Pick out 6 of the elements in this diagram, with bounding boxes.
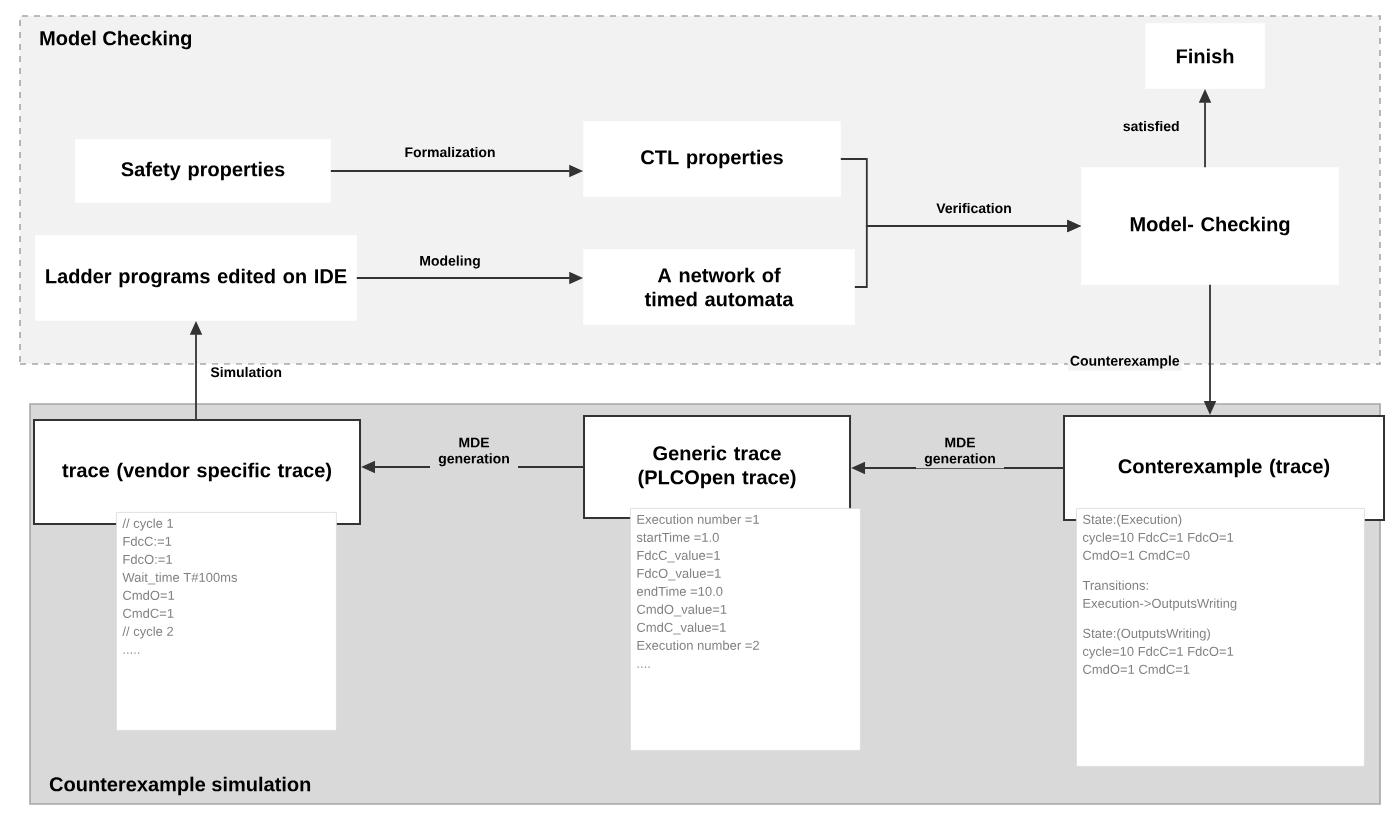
process-box: CTL properties <box>583 121 841 197</box>
process-box: Safety properties <box>75 139 331 203</box>
process-box: Finish <box>1145 23 1265 89</box>
process-box: A network of timed automata <box>583 249 855 325</box>
process-box: Ladder programs edited on IDE <box>35 235 357 321</box>
process-box: Model- Checking <box>1081 167 1339 285</box>
